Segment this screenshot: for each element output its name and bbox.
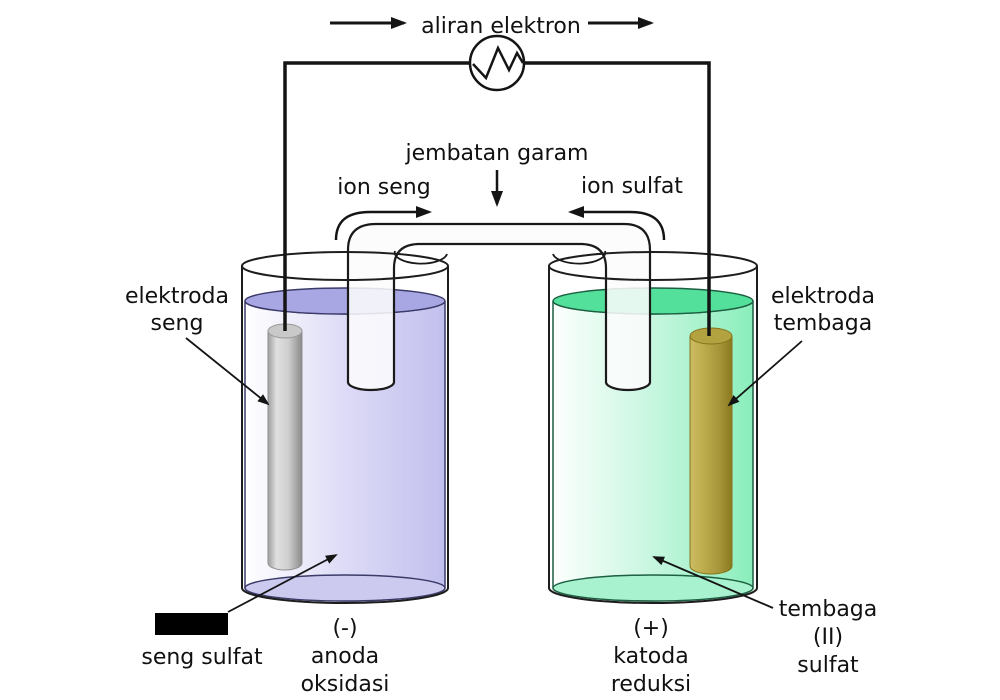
- anode-sign: (-): [332, 616, 358, 641]
- zinc-sulfate-swatch: [155, 613, 228, 635]
- copper-electrode-label-line1: elektroda: [770, 284, 876, 309]
- left-wire: [283, 61, 470, 331]
- zinc-ion-label: ion seng: [337, 175, 431, 200]
- salt-bridge-right-bend: [552, 250, 607, 265]
- copper-solution-surface: [552, 287, 754, 315]
- anode-terminal-label: (-) anoda oksidasi: [301, 615, 390, 699]
- zinc-electrode-body: [267, 330, 303, 571]
- zinc-electrode-label-line1: elektroda: [124, 284, 230, 309]
- cathode-name: katoda: [613, 644, 689, 669]
- anode-name: anoda: [310, 644, 380, 669]
- zinc-electrode-label: elektroda seng: [125, 283, 229, 337]
- cathode-reaction: reduksi: [610, 672, 692, 697]
- right-beaker-bottom: [548, 587, 758, 604]
- left-beaker-rim: [241, 251, 449, 281]
- cathode-terminal-label: (+) katoda reduksi: [611, 615, 691, 699]
- copper-sulfate-label: tembaga (II) sulfat: [779, 596, 877, 680]
- copper-electrode-label: elektroda tembaga: [771, 283, 875, 337]
- resistor-zigzag-icon: [472, 44, 525, 81]
- zinc-electrode: [267, 323, 303, 571]
- salt-bridge-tube: [346, 222, 652, 392]
- copper-sulfate-label-line3: sulfat: [797, 653, 859, 678]
- zinc-solution-bottom: [244, 574, 446, 602]
- zinc-electrode-pointer-icon: [185, 337, 270, 406]
- anode-reaction: oksidasi: [300, 672, 390, 697]
- zinc-sulfate-pointer-icon: [227, 554, 338, 613]
- salt-bridge-label: jembatan garam: [405, 141, 589, 166]
- electron-flow-label: aliran elektron: [421, 14, 581, 39]
- sulfate-ion-arrow-icon: [568, 206, 666, 241]
- resistor-symbol: [468, 34, 526, 92]
- copper-sulfate-label-line1: tembaga: [778, 597, 878, 622]
- left-beaker-glass: [241, 266, 449, 604]
- salt-bridge-left-bend: [393, 250, 448, 265]
- copper-electrode: [689, 327, 733, 575]
- right-beaker-glass: [548, 266, 758, 604]
- right-beaker-rim: [548, 251, 758, 281]
- zinc-ion-arrow-icon: [334, 206, 432, 241]
- sulfate-ion-label: ion sulfat: [581, 174, 683, 199]
- copper-solution-bottom: [552, 574, 754, 602]
- resistor-circle: [468, 34, 526, 92]
- cathode-sign: (+): [633, 616, 669, 641]
- copper-electrode-pointer-icon: [727, 340, 803, 407]
- right-wire: [524, 61, 711, 336]
- zinc-electrode-label-line2: seng: [150, 311, 204, 336]
- copper-electrode-top: [689, 327, 733, 345]
- zinc-sulfate-label: seng sulfat: [141, 645, 263, 670]
- left-beaker-bottom: [241, 587, 449, 604]
- copper-electrode-body: [689, 335, 733, 575]
- copper-sulfate-pointer-icon: [652, 556, 774, 609]
- copper-sulfate-label-line2: (II): [812, 625, 844, 650]
- zinc-solution-surface: [244, 287, 446, 315]
- copper-electrode-label-line2: tembaga: [773, 311, 873, 336]
